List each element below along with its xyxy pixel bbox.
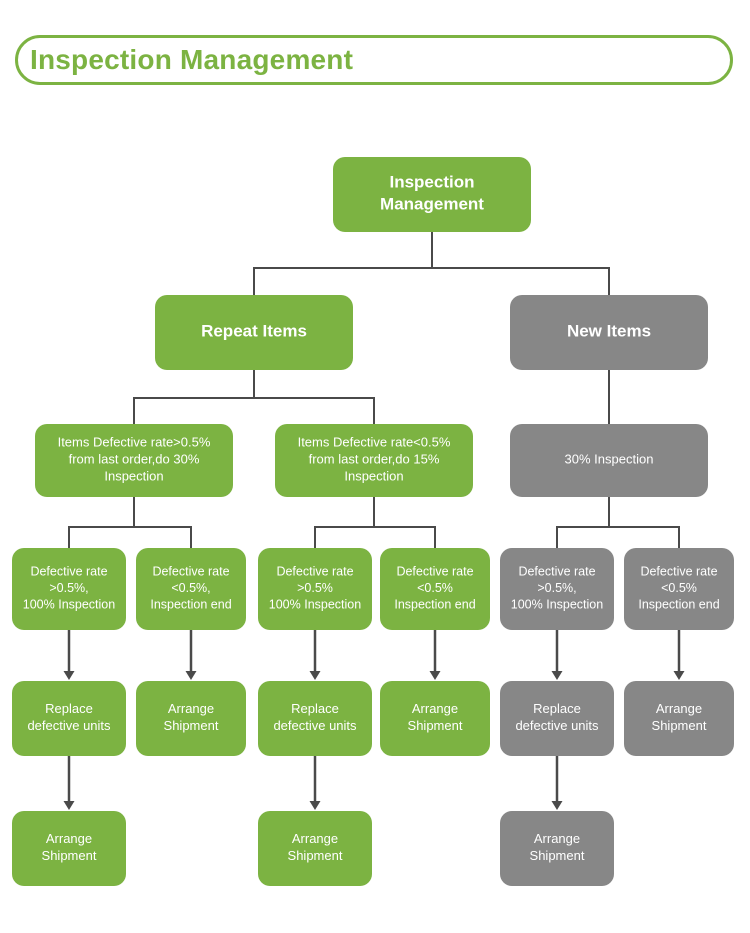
connector-root-to-repeat-items	[253, 232, 433, 295]
node-shape	[136, 681, 246, 756]
arrow-head-icon	[185, 671, 197, 680]
node-shape	[12, 681, 126, 756]
connector-new-30-to-n-low	[608, 497, 680, 548]
connector-root-to-new-items	[431, 232, 610, 295]
node-shape	[500, 548, 614, 630]
connector-r2-low-to-r2-arrange	[429, 630, 441, 680]
node-shape	[333, 157, 531, 232]
node-shape	[35, 424, 233, 497]
node-r1-low[interactable]: Defective rate<0.5%,Inspection end	[136, 548, 246, 630]
connector-r2-high-to-r2-replace	[309, 630, 321, 680]
node-label: Items Defective rate<0.5%from last order…	[298, 435, 451, 484]
page-title: Inspection Management	[30, 44, 354, 75]
arrow-head-icon	[673, 671, 685, 680]
node-label: New Items	[567, 322, 651, 341]
node-shape	[380, 681, 490, 756]
node-shape	[12, 548, 126, 630]
node-shape	[510, 424, 708, 497]
arrow-head-icon	[309, 671, 321, 680]
node-label: Defective rate>0.5%,100% Inspection	[511, 565, 603, 612]
arrow-head-icon	[429, 671, 441, 680]
node-label: Defective rate<0.5%Inspection end	[638, 565, 719, 612]
node-r1-high[interactable]: Defective rate>0.5%,100% Inspection	[12, 548, 126, 630]
node-shape	[624, 681, 734, 756]
connector-repeat-low-to-r2-high	[314, 497, 375, 548]
node-shape	[624, 548, 734, 630]
node-repeat-high[interactable]: Items Defective rate>0.5%from last order…	[35, 424, 233, 497]
node-repeat-items[interactable]: Repeat Items	[155, 295, 353, 370]
node-label: 30% Inspection	[565, 452, 654, 467]
node-shape	[275, 424, 473, 497]
node-shape	[510, 295, 708, 370]
arrow-head-icon	[551, 671, 563, 680]
node-label: Items Defective rate>0.5%from last order…	[58, 435, 211, 484]
connector-n-replace-to-n-ship-final	[551, 756, 563, 810]
connector-r1-replace-to-r1-ship-final	[63, 756, 75, 810]
node-new-30[interactable]: 30% Inspection	[510, 424, 708, 497]
node-shape	[136, 548, 246, 630]
node-shape	[380, 548, 490, 630]
node-r2-high[interactable]: Defective rate>0.5%100% Inspection	[258, 548, 372, 630]
node-label: Defective rate>0.5%100% Inspection	[269, 565, 361, 612]
node-n-high[interactable]: Defective rate>0.5%,100% Inspection	[500, 548, 614, 630]
connector-repeat-items-to-repeat-low	[253, 370, 375, 424]
connector-r1-high-to-r1-replace	[63, 630, 75, 680]
arrow-head-icon	[63, 801, 75, 810]
arrow-head-icon	[309, 801, 321, 810]
node-shape	[258, 548, 372, 630]
connector-new-30-to-n-high	[556, 497, 610, 548]
node-label: Defective rate<0.5%,Inspection end	[150, 565, 231, 612]
connector-repeat-high-to-r1-low	[133, 497, 192, 548]
connector-n-high-to-n-replace	[551, 630, 563, 680]
arrow-head-icon	[551, 801, 563, 810]
node-label: Defective rate>0.5%,100% Inspection	[23, 565, 115, 612]
node-shape	[500, 681, 614, 756]
connector-repeat-items-to-repeat-high	[133, 370, 255, 424]
node-n-low[interactable]: Defective rate<0.5%Inspection end	[624, 548, 734, 630]
header-banner	[15, 35, 733, 85]
node-shape	[12, 811, 126, 886]
connector-layer	[63, 232, 685, 810]
node-shape	[155, 295, 353, 370]
node-r2-low[interactable]: Defective rate<0.5%Inspection end	[380, 548, 490, 630]
node-shape	[500, 811, 614, 886]
connector-repeat-high-to-r1-high	[68, 497, 135, 548]
node-new-items[interactable]: New Items	[510, 295, 708, 370]
connector-r2-replace-to-r2-ship-final	[309, 756, 321, 810]
node-label: Repeat Items	[201, 322, 307, 341]
arrow-head-icon	[63, 671, 75, 680]
node-repeat-low[interactable]: Items Defective rate<0.5%from last order…	[275, 424, 473, 497]
node-label: Defective rate<0.5%Inspection end	[394, 565, 475, 612]
connector-repeat-low-to-r2-low	[373, 497, 436, 548]
connector-r1-low-to-r1-arrange	[185, 630, 197, 680]
node-shape	[258, 811, 372, 886]
connector-n-low-to-n-arrange	[673, 630, 685, 680]
node-shape	[258, 681, 372, 756]
